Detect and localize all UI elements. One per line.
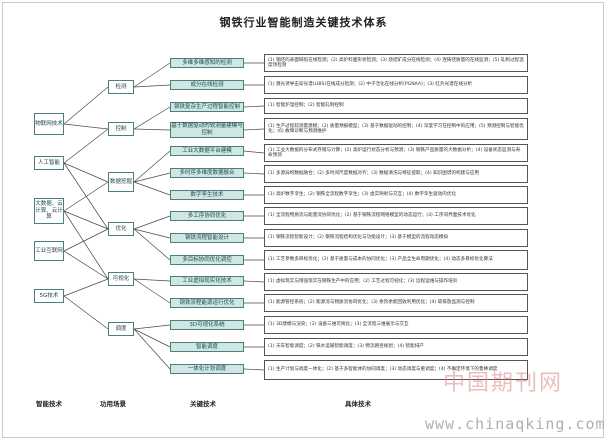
key-tech-node: 多工序协同优化 bbox=[170, 211, 244, 221]
connector-line bbox=[133, 106, 171, 130]
scene-node-detect: 检测 bbox=[108, 80, 134, 94]
specific-tech-box: (1) 天车智能调度；(2) 铁水运输智能调度；(3) 物流路径规划；(4) 智… bbox=[264, 338, 528, 356]
connector-line bbox=[133, 150, 171, 183]
specific-tech-box: (1) 虚拟现实与增强现实在钢铁生产中的应用；(2) 工艺过程可视化；(3) 远… bbox=[264, 273, 528, 291]
key-tech-node: 钢铁流程智能设计 bbox=[170, 233, 244, 243]
connector-line bbox=[133, 84, 171, 88]
connector-line bbox=[133, 228, 171, 239]
specific-tech-box: (1) 能源管控系统；(2) 能源流与物质流协同优化；(3) 余热余能回收利用优… bbox=[264, 294, 528, 312]
key-tech-node: 成分在线检测 bbox=[170, 80, 244, 90]
specific-tech-box: (1) 多源异构数据融合；(2) 多时间尺度数据对齐；(3) 数据清洗与特征提取… bbox=[264, 165, 528, 183]
connector-line bbox=[63, 210, 109, 280]
specific-tech-box: (1) 激光诱导击穿光谱(LIBS)在线成分检测；(2) 中子活化在线分析(PG… bbox=[264, 76, 528, 94]
key-tech-node: 智能调度 bbox=[170, 342, 244, 352]
specific-tech-box: (1) 全流程物质流与能量流协同优化；(2) 基于钢铁流程网络模型的动态运行；(… bbox=[264, 207, 528, 225]
key-tech-node: 工业大数据平台建模 bbox=[170, 146, 244, 156]
scene-node-visual: 可视化 bbox=[108, 272, 134, 286]
tech-node-iot: 物联网技术 bbox=[34, 113, 64, 135]
tech-node-5g: 5G技术 bbox=[34, 289, 64, 303]
connector-line bbox=[133, 215, 171, 230]
specific-tech-box: (1) 生产过程软测量建模；(2) 质量预报模型；(3) 基于数据驱动的控制；(… bbox=[264, 118, 528, 140]
key-tech-node: 多维多维感知的检测 bbox=[170, 58, 244, 68]
connector-line bbox=[63, 123, 109, 130]
key-tech-node: 工业虚拟现实化技术 bbox=[170, 276, 244, 286]
key-tech-node: 钢铁复杂生产过程智能控制 bbox=[170, 102, 244, 112]
connector-line bbox=[243, 150, 265, 154]
connector-line bbox=[133, 172, 171, 183]
scene-node-mining: 数据挖掘 bbox=[108, 172, 134, 192]
connector-line bbox=[133, 324, 171, 330]
specific-tech-box: (1) 生产计划与调度一体化；(2) 基于多智能体的协同调度；(3) 动态调度与… bbox=[264, 360, 528, 380]
connector-line bbox=[63, 295, 109, 330]
connector-line bbox=[133, 278, 171, 304]
key-tech-node: 多时序多维度数据融合 bbox=[170, 168, 244, 178]
key-tech-node: 钢铁流程能源运行优化 bbox=[170, 298, 244, 308]
watermark-logo: 中国期刊网 bbox=[443, 371, 564, 396]
tech-node-ai: 人工智能 bbox=[34, 156, 64, 170]
legend-key-tech: 关键技术 bbox=[190, 400, 216, 408]
specific-tech-box: (1) 钢铁流程智能设计；(2) 钢铁流程结构优化与功能设计；(3) 基于模型的… bbox=[264, 229, 528, 247]
connector-line bbox=[133, 328, 171, 348]
key-tech-node: 3D可视化系统 bbox=[170, 320, 244, 330]
legend-smart-tech: 智能技术 bbox=[36, 400, 62, 408]
connector-line bbox=[63, 278, 109, 297]
specific-tech-box: (1) 钢坯的表面缺陷在线检测；(2) 高炉料面形状检测；(3) 烧结矿成分在线… bbox=[264, 54, 528, 72]
connector-line bbox=[243, 128, 265, 131]
key-tech-node: 一体化计划调度 bbox=[170, 364, 244, 374]
connector-line bbox=[133, 278, 171, 282]
connector-line bbox=[133, 228, 171, 261]
scene-node-optimize: 优化 bbox=[108, 222, 134, 236]
key-tech-node: 基于数据驱动的软测量建模与控制 bbox=[170, 122, 244, 138]
connector-line bbox=[63, 162, 109, 183]
connector-line bbox=[63, 228, 109, 252]
connector-line bbox=[133, 62, 171, 88]
connector-line bbox=[63, 86, 109, 125]
legend-specific-tech: 具体技术 bbox=[345, 400, 371, 408]
connector-line bbox=[63, 128, 109, 164]
specific-tech-box: (1) 智能炉温控制；(2) 智能轧制控制 bbox=[264, 98, 528, 114]
key-tech-node: 多目标协同优化调控 bbox=[170, 255, 244, 265]
connector-line bbox=[243, 368, 265, 371]
connector-line bbox=[133, 328, 171, 370]
specific-tech-box: (1) 工艺参数多目标优化；(2) 基于质量与成本的协同优化；(3) 产品全生命… bbox=[264, 250, 528, 270]
connector-line bbox=[243, 172, 265, 175]
key-tech-node: 数字孪生技术 bbox=[170, 190, 244, 200]
tech-node-iiot: 工业互联网 bbox=[34, 241, 64, 261]
tech-node-bigdata: 大数据、云计算、云计算 bbox=[34, 198, 64, 224]
specific-tech-box: (1) 3D建模与渲染；(2) 设备三维可视化；(3) 全流程三维展示与交互 bbox=[264, 316, 528, 334]
specific-tech-box: (1) 高炉数字孪生；(2) 钢铁全流程数字孪生；(3) 虚实映射与交互；(4)… bbox=[264, 186, 528, 204]
connector-line bbox=[243, 280, 265, 283]
watermark-url: www.chinaqking.com bbox=[425, 415, 606, 433]
connector-line bbox=[63, 162, 109, 230]
connector-line bbox=[133, 181, 171, 196]
connector-line bbox=[243, 105, 265, 108]
scene-node-schedule: 调度 bbox=[108, 322, 134, 336]
connector-line bbox=[63, 210, 109, 230]
diagram-title: 钢铁行业智能制造关键技术体系 bbox=[219, 16, 388, 29]
legend-scenario: 功用场景 bbox=[100, 400, 126, 408]
connector-line bbox=[133, 128, 171, 131]
scene-node-control: 控制 bbox=[108, 122, 134, 136]
specific-tech-box: (1) 工业大数据的分布式存储与计算；(2) 高炉运行状态分析与预测；(3) 钢… bbox=[264, 144, 528, 162]
connector-line bbox=[63, 250, 109, 280]
